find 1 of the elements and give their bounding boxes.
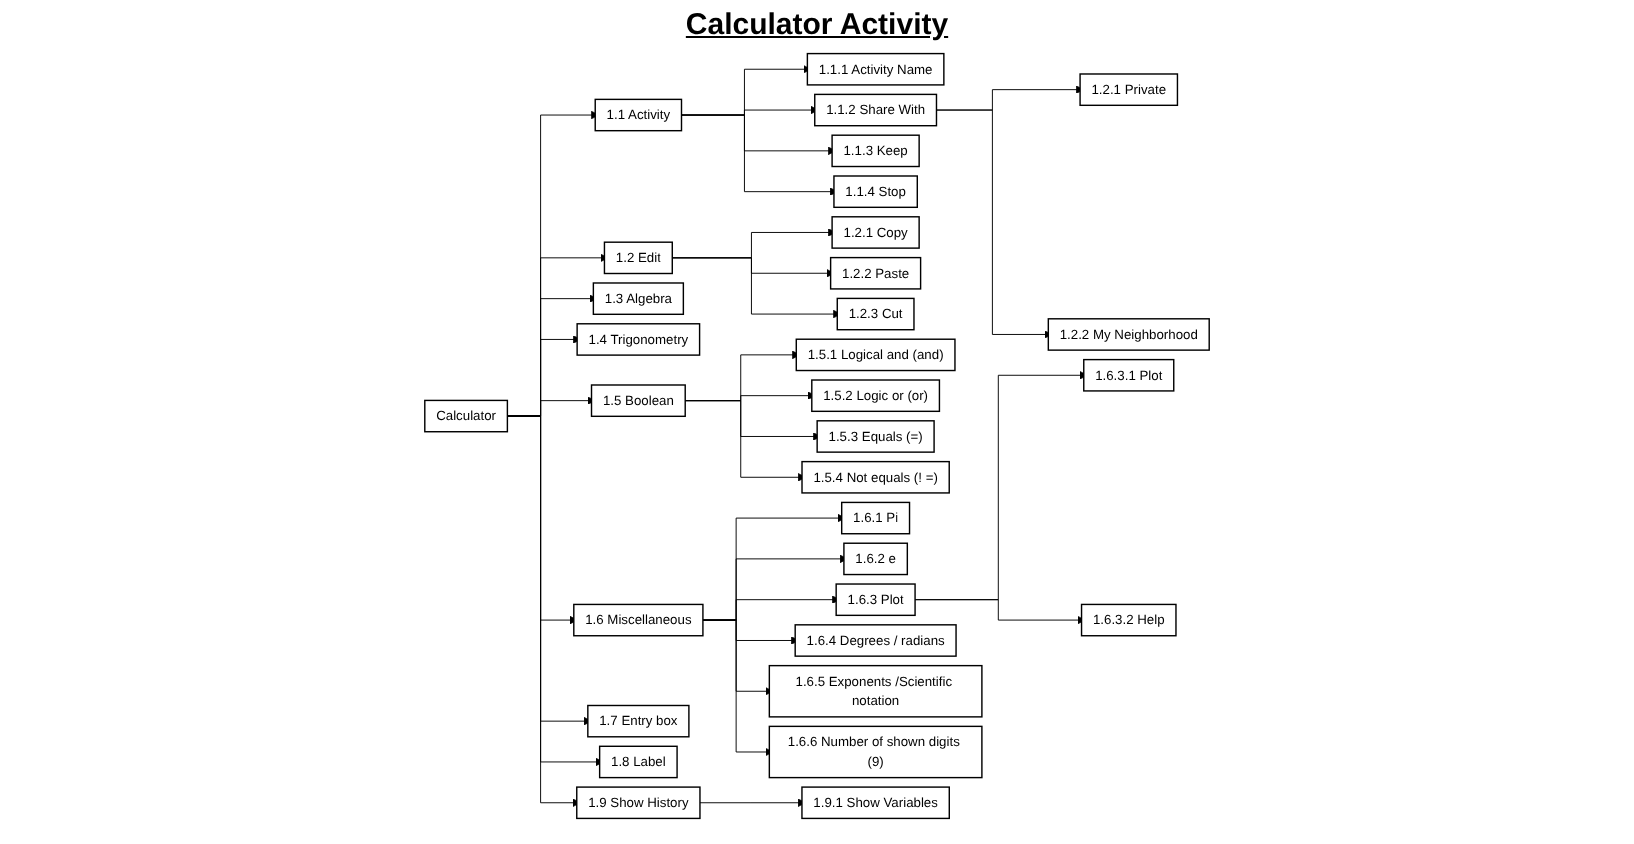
diagram-title: Calculator Activity bbox=[683, 8, 951, 42]
